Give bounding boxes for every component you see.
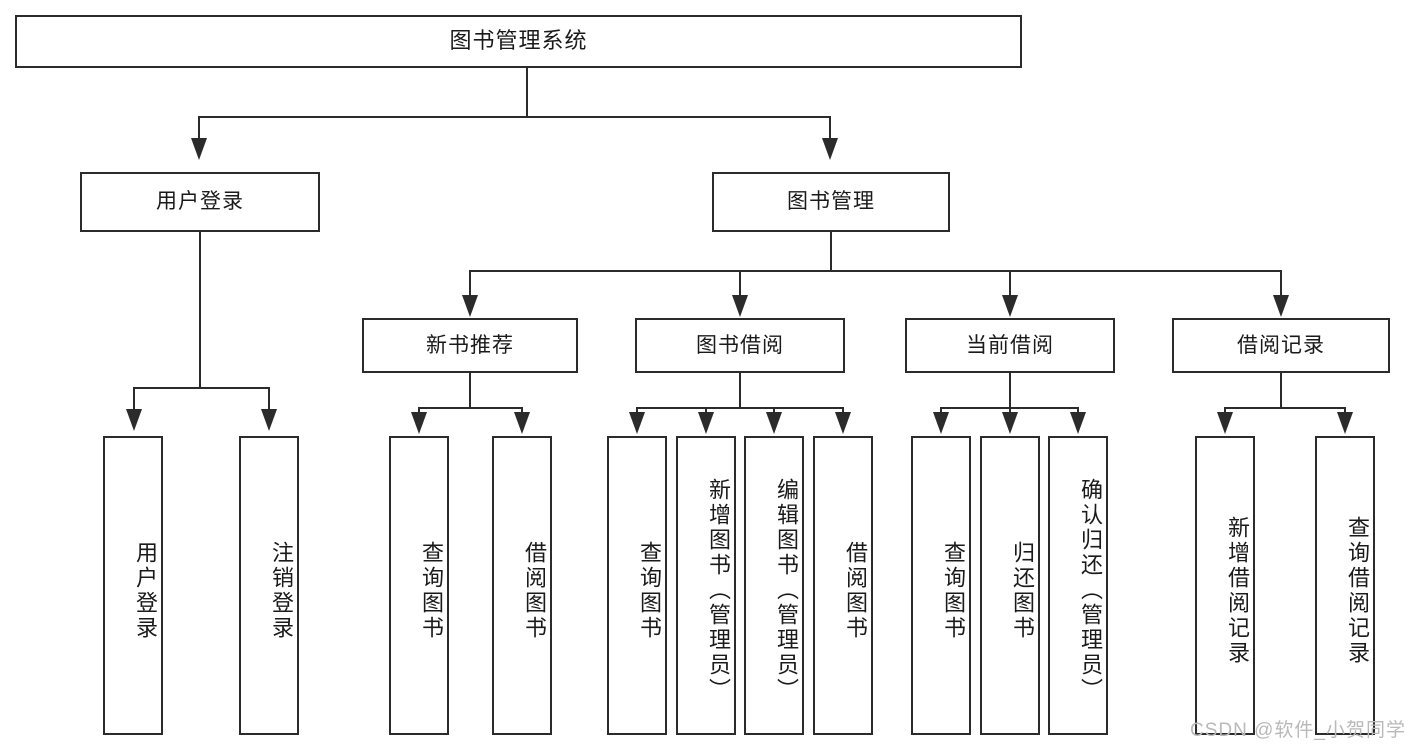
edge-user-login-stem <box>199 232 201 387</box>
arrow-book-borrow-leaf-3 <box>766 412 782 434</box>
leaf-book-borrow-edit-book[interactable]: 编辑图书（管理员） <box>744 436 804 735</box>
edge-new-book-drop-2 <box>521 407 523 415</box>
edge-book-manage-drop-2 <box>739 270 741 295</box>
edge-current-borrow-drop-1 <box>940 407 942 415</box>
edge-current-borrow-stem <box>1009 373 1011 407</box>
arrow-user-login-leaf-2 <box>261 409 277 431</box>
edge-book-borrow-drop-3 <box>773 407 775 415</box>
edge-new-book-bus <box>418 407 523 409</box>
node-label: 查询图书 <box>419 540 444 641</box>
edge-current-borrow-drop-3 <box>1077 407 1079 415</box>
node-label: 编辑图书（管理员） <box>774 478 799 703</box>
leaf-book-borrow-query-book[interactable]: 查询图书 <box>607 436 667 735</box>
edge-book-manage-drop-1 <box>469 270 471 295</box>
edge-user-login-drop-1 <box>133 387 135 409</box>
arrow-user-login-leaf-1 <box>126 409 142 431</box>
edge-book-borrow-drop-2 <box>705 407 707 415</box>
leaf-book-borrow-add-book[interactable]: 新增图书（管理员） <box>676 436 736 735</box>
node-borrow-record[interactable]: 借阅记录 <box>1172 318 1390 373</box>
node-label: 用户登录 <box>133 540 158 641</box>
edge-book-manage-bus <box>469 270 1281 272</box>
edge-root-to-user-login <box>198 116 200 138</box>
node-label: 借阅图书 <box>522 540 547 641</box>
node-book-borrow[interactable]: 图书借阅 <box>635 318 845 373</box>
edge-book-manage-drop-3 <box>1009 270 1011 295</box>
arrow-new-book-leaf-1 <box>411 412 427 434</box>
node-root-system[interactable]: 图书管理系统 <box>15 15 1022 68</box>
node-label: 用户登录 <box>156 190 244 214</box>
edge-current-borrow-drop-2 <box>1009 407 1011 415</box>
edge-book-borrow-drop-1 <box>636 407 638 415</box>
edge-user-login-bus <box>133 387 269 389</box>
edge-borrow-record-drop-2 <box>1344 407 1346 415</box>
edge-user-login-drop-2 <box>268 387 270 409</box>
edge-book-manage-stem <box>830 232 832 270</box>
arrow-book-borrow-leaf-4 <box>835 412 851 434</box>
node-label: 新增借阅记录 <box>1225 515 1250 666</box>
node-book-management[interactable]: 图书管理 <box>712 172 950 232</box>
node-label: 归还图书 <box>1010 540 1035 641</box>
node-label: 借阅记录 <box>1237 333 1325 357</box>
node-label: 注销登录 <box>269 540 294 641</box>
arrow-current-borrow-leaf-3 <box>1070 412 1086 434</box>
arrow-current-borrow-leaf-1 <box>933 412 949 434</box>
arrow-to-book-borrow <box>732 295 748 317</box>
node-new-book-recommend[interactable]: 新书推荐 <box>362 318 578 373</box>
edge-book-borrow-stem <box>739 373 741 407</box>
edge-book-borrow-drop-4 <box>842 407 844 415</box>
leaf-user-login-logout[interactable]: 注销登录 <box>239 436 299 735</box>
arrow-to-book-manage <box>822 138 838 160</box>
edge-root-stem <box>526 68 528 116</box>
node-label: 图书管理系统 <box>449 28 588 54</box>
leaf-current-borrow-confirm-return[interactable]: 确认归还（管理员） <box>1048 436 1108 735</box>
edge-root-to-book-manage <box>829 116 831 138</box>
arrow-borrow-record-leaf-2 <box>1337 412 1353 434</box>
node-label: 查询借阅记录 <box>1345 515 1370 666</box>
edge-book-borrow-bus <box>636 407 844 409</box>
edge-book-manage-drop-4 <box>1280 270 1282 295</box>
leaf-current-borrow-return-book[interactable]: 归还图书 <box>980 436 1040 735</box>
node-label: 借阅图书 <box>843 540 868 641</box>
node-label: 图书借阅 <box>696 333 784 357</box>
node-label: 查询图书 <box>637 540 662 641</box>
leaf-user-login-login[interactable]: 用户登录 <box>103 436 163 735</box>
node-label: 查询图书 <box>941 540 966 641</box>
node-label: 确认归还（管理员） <box>1078 478 1103 703</box>
arrow-borrow-record-leaf-1 <box>1217 412 1233 434</box>
arrow-to-user-login <box>191 138 207 160</box>
node-user-login[interactable]: 用户登录 <box>80 172 320 232</box>
leaf-new-book-query-book[interactable]: 查询图书 <box>389 436 449 735</box>
edge-borrow-record-drop-1 <box>1224 407 1226 415</box>
leaf-new-book-borrow-book[interactable]: 借阅图书 <box>492 436 552 735</box>
node-current-borrow[interactable]: 当前借阅 <box>905 318 1115 373</box>
arrow-to-borrow-record <box>1273 295 1289 317</box>
arrow-new-book-leaf-2 <box>514 412 530 434</box>
edge-root-bus <box>198 116 830 118</box>
leaf-current-borrow-query-book[interactable]: 查询图书 <box>911 436 971 735</box>
edge-new-book-stem <box>469 373 471 407</box>
node-label: 新增图书（管理员） <box>706 478 731 703</box>
node-label: 当前借阅 <box>966 333 1054 357</box>
arrow-to-current-borrow <box>1002 295 1018 317</box>
leaf-borrow-record-add-record[interactable]: 新增借阅记录 <box>1195 436 1255 735</box>
leaf-book-borrow-borrow-book[interactable]: 借阅图书 <box>813 436 873 735</box>
edge-borrow-record-stem <box>1280 373 1282 407</box>
arrow-to-new-book-recommend <box>462 295 478 317</box>
arrow-book-borrow-leaf-2 <box>698 412 714 434</box>
arrow-current-borrow-leaf-2 <box>1002 412 1018 434</box>
edge-new-book-drop-1 <box>418 407 420 415</box>
arrow-book-borrow-leaf-1 <box>629 412 645 434</box>
node-label: 新书推荐 <box>426 333 514 357</box>
node-label: 图书管理 <box>787 190 875 214</box>
leaf-borrow-record-query-record[interactable]: 查询借阅记录 <box>1315 436 1375 735</box>
edge-borrow-record-bus <box>1224 407 1346 409</box>
